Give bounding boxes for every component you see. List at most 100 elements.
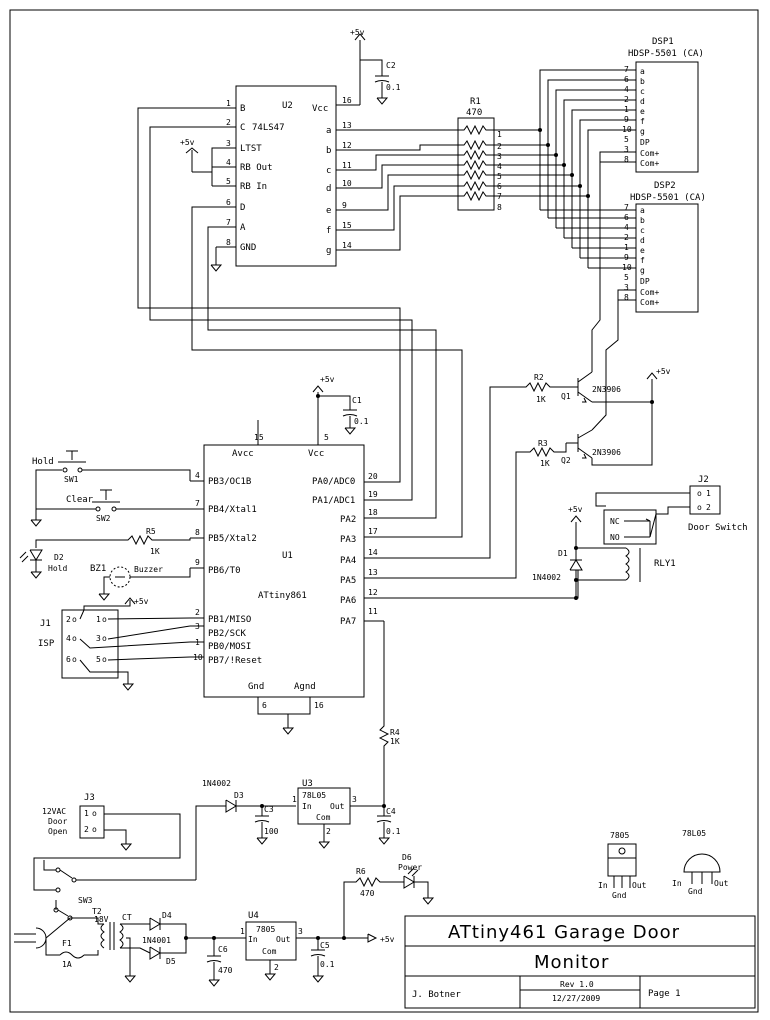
pin-label: 19 bbox=[368, 490, 378, 499]
d4-ref: D4 bbox=[162, 911, 172, 920]
pin-label: 12 bbox=[368, 588, 378, 597]
pin-label: PB3/OC1B bbox=[208, 477, 251, 487]
pkg-7805-title: 7805 bbox=[610, 831, 629, 840]
r3-ref: R3 bbox=[538, 439, 548, 448]
c2-ref: C2 bbox=[386, 61, 396, 70]
u2-part: 74LS47 bbox=[252, 123, 285, 133]
c5-ref: C5 bbox=[320, 941, 330, 950]
u2-pin-name: f bbox=[326, 226, 331, 236]
pin-label: 1 bbox=[96, 615, 101, 624]
pin-label: 6 bbox=[624, 75, 629, 84]
title-date: 12/27/2009 bbox=[552, 994, 600, 1003]
c6-value: 470 bbox=[218, 966, 233, 975]
j3-label-line1: 12VAC bbox=[42, 807, 66, 816]
title-line1: ATtiny461 Garage Door bbox=[448, 922, 680, 943]
j2-pin-num: 2 bbox=[706, 503, 711, 512]
u2-vcc-label: Vcc bbox=[312, 104, 328, 114]
r4-ref: R4 bbox=[390, 728, 400, 737]
j1-pin-dot: o bbox=[102, 615, 107, 624]
t2-ref: T2 bbox=[92, 907, 102, 916]
d2-ref: D2 bbox=[54, 553, 64, 562]
title-block-frame bbox=[404, 915, 756, 1009]
r3-value: 1K bbox=[540, 459, 550, 468]
pin-label: 1 bbox=[624, 105, 629, 114]
pin-label: PB2/SCK bbox=[208, 629, 247, 639]
pin-label: 3 bbox=[195, 622, 200, 631]
pin-label: a bbox=[640, 206, 645, 215]
pkg-78l05: 78L05 In Gnd Out bbox=[672, 829, 729, 896]
dsp1-body bbox=[635, 61, 699, 173]
j2-connector: J2 o o 1 2 Door Switch bbox=[688, 475, 748, 533]
j1-pin-dot: o bbox=[72, 615, 77, 624]
u4-ref: U4 bbox=[248, 911, 259, 921]
j1-pin-dot: o bbox=[102, 655, 107, 664]
pin-label: 5 bbox=[624, 135, 629, 144]
r2-value: 1K bbox=[536, 395, 546, 404]
j3-ref: J3 bbox=[84, 793, 95, 803]
u4-n2: 2 bbox=[274, 963, 279, 972]
pin-label: PA6 bbox=[340, 596, 356, 606]
pin-label: PA1/ADC1 bbox=[312, 496, 355, 506]
pkg-78l05-in: In bbox=[672, 879, 682, 888]
f1-fuse: F1 1A bbox=[59, 939, 99, 969]
t2-ct: CT bbox=[122, 913, 132, 922]
plus5v-output-label: +5v bbox=[380, 935, 395, 944]
u2-pin-name: D bbox=[240, 203, 245, 213]
d1-part: 1N4002 bbox=[532, 573, 561, 582]
u2-pin-num: 15 bbox=[342, 221, 352, 230]
u2-pin-name: C bbox=[240, 123, 245, 133]
u3-pin-out: Out bbox=[330, 802, 345, 811]
j1-ref: J1 bbox=[40, 619, 51, 629]
pin-label: PB6/T0 bbox=[208, 566, 241, 576]
pin-label: 9 bbox=[624, 253, 629, 262]
pin-label: 2 bbox=[195, 608, 200, 617]
pin-label: f bbox=[640, 117, 645, 126]
r1-body bbox=[457, 117, 495, 211]
pin-label: b bbox=[640, 216, 645, 225]
d1-diode: +5v D1 1N4002 bbox=[532, 505, 583, 600]
pin-label: 9 bbox=[195, 558, 200, 567]
u2-vcc-num: 16 bbox=[342, 96, 352, 105]
pin-label: Com+ bbox=[640, 159, 659, 168]
pin-label: 7 bbox=[195, 499, 200, 508]
r2-ref: R2 bbox=[534, 373, 544, 382]
d4-d5-rectifier: D4 1N4001 D5 bbox=[142, 911, 246, 966]
r1-pin-num: 5 bbox=[497, 172, 502, 181]
j1-pin-dot: o bbox=[72, 634, 77, 643]
pin-label: c bbox=[640, 226, 645, 235]
pin-label: 6 bbox=[66, 655, 71, 664]
j2-pin-1: o bbox=[697, 489, 702, 498]
pin-label: DP bbox=[640, 138, 650, 147]
pin-label: PA5 bbox=[340, 576, 356, 586]
pin-label: PA7 bbox=[340, 617, 356, 627]
u3-pin-com: Com bbox=[316, 813, 331, 822]
r5-ref: R5 bbox=[146, 527, 156, 536]
u2-pin-num: 7 bbox=[226, 218, 231, 227]
u3-n3: 3 bbox=[352, 795, 357, 804]
pin-label: 4 bbox=[624, 85, 629, 94]
pin-label: 18 bbox=[368, 508, 378, 517]
title-line2: Monitor bbox=[534, 952, 609, 973]
pin-label: d bbox=[640, 236, 645, 245]
r1-pin-num: 3 bbox=[497, 152, 502, 161]
bz1-ref: BZ1 bbox=[90, 564, 106, 574]
pin-label: 10 bbox=[622, 263, 632, 272]
u2-pin-num: 12 bbox=[342, 141, 352, 150]
u2-to-r1-wires bbox=[356, 129, 458, 251]
d3-diode: 1N4002 D3 bbox=[195, 779, 296, 880]
pkg-7805-out: Out bbox=[632, 881, 647, 890]
relay-no-label: NO bbox=[610, 533, 620, 542]
title-page: Page 1 bbox=[648, 989, 681, 999]
pin-label: 3 bbox=[96, 634, 101, 643]
u2-right-pins: 13a 12b 11c 10d 9e 15f 14g bbox=[326, 121, 356, 256]
j1-body bbox=[61, 609, 119, 679]
pin-label: 8 bbox=[195, 528, 200, 537]
bz1-buzzer: BZ1 Buzzer bbox=[90, 564, 191, 601]
u1-vcc-label: Vcc bbox=[308, 449, 324, 459]
u2-pin-name: d bbox=[326, 184, 331, 194]
pin-label: 9 bbox=[624, 115, 629, 124]
